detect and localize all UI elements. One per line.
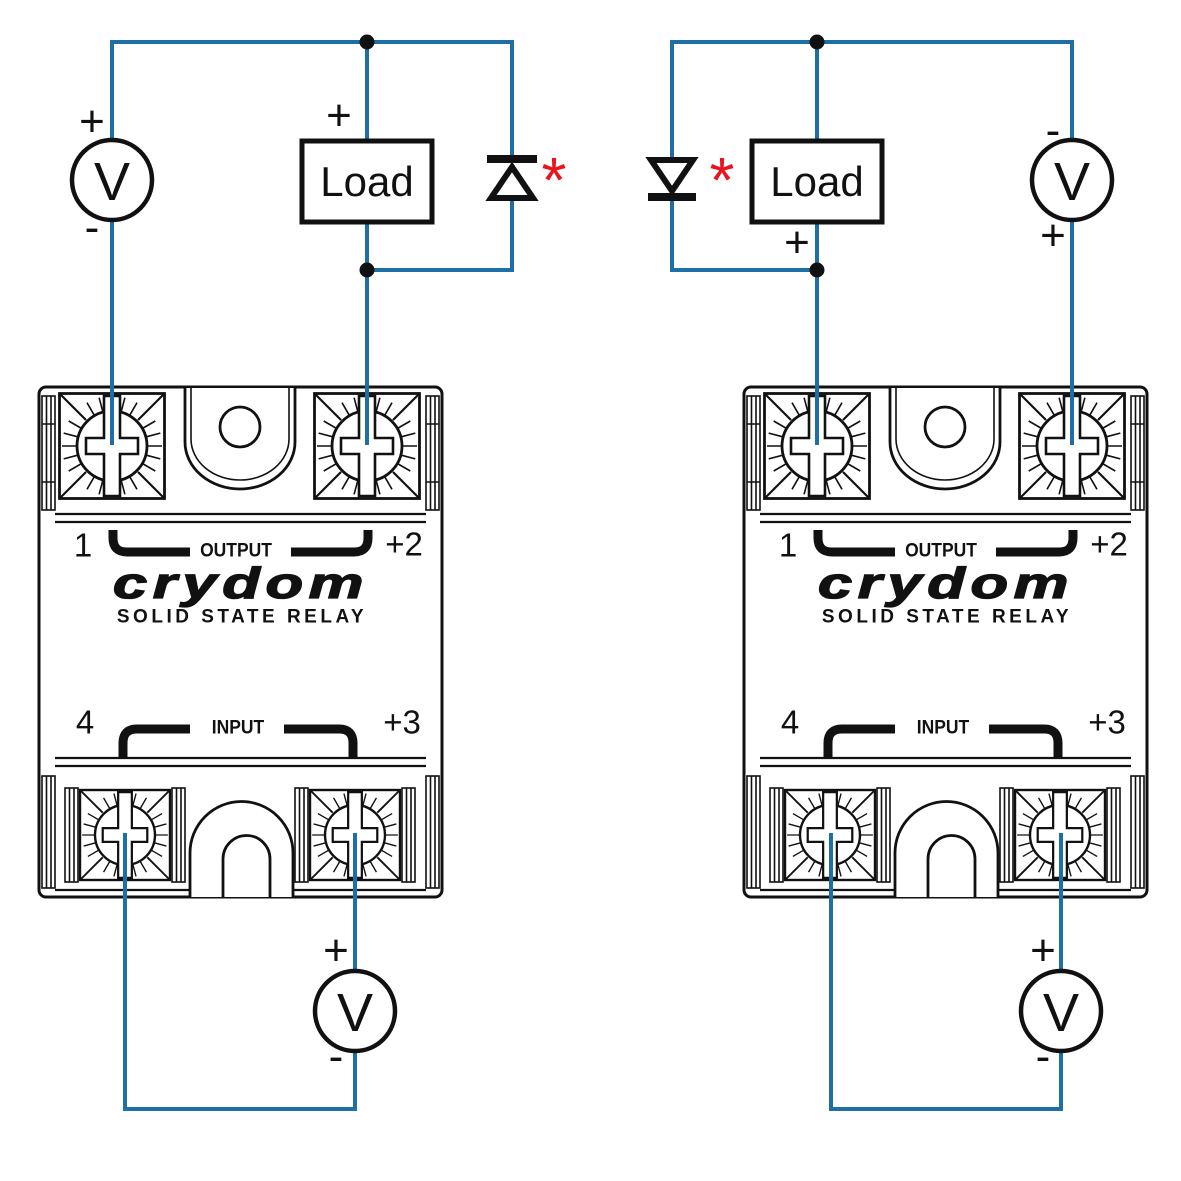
junction-dot (359, 262, 375, 278)
load-box-left (299, 138, 435, 225)
right-relay-terminal-1: 1 (778, 526, 798, 564)
voltmeter-left-top (69, 137, 155, 223)
left-diode-asterisk: * (541, 144, 567, 216)
left-top-voltmeter-label: V (93, 152, 131, 212)
left-circuit-wires (110, 40, 514, 1111)
left-relay-terminal-1: 1 (73, 526, 93, 564)
right-bottom-voltmeter-plus: + (1030, 926, 1056, 975)
left-relay-brand-logo: crydom (112, 559, 370, 609)
right-load-label: Load (770, 158, 864, 205)
left-relay-terminal-2: +2 (385, 525, 423, 563)
left-top-voltmeter-minus: - (84, 203, 100, 252)
load-box-right (749, 138, 885, 225)
right-top-voltmeter-minus: - (1045, 106, 1061, 155)
diode-left (485, 155, 539, 201)
left-relay-input-label: INPUT (211, 717, 265, 739)
right-bottom-voltmeter-minus: - (1035, 1032, 1051, 1081)
junction-dot (359, 34, 375, 50)
junction-dot (809, 34, 825, 50)
right-circuit-wires (670, 40, 1074, 1111)
left-load-plus: + (326, 91, 352, 140)
right-relay-terminal-3: +3 (1088, 703, 1126, 741)
voltmeter-left-bottom (312, 968, 398, 1054)
right-top-voltmeter-plus: + (1040, 211, 1066, 260)
left-bottom-voltmeter-minus: - (328, 1032, 344, 1081)
left-load-label: Load (320, 158, 414, 205)
voltmeter-right-bottom (1018, 968, 1104, 1054)
right-top-voltmeter-label: V (1053, 152, 1091, 212)
left-bottom-voltmeter-plus: + (323, 926, 349, 975)
right-relay-type-line: SOLID STATE RELAY (821, 606, 1073, 628)
left-bottom-voltmeter-label: V (336, 983, 374, 1043)
right-relay-terminal-2: +2 (1090, 525, 1128, 563)
right-relay-input-label: INPUT (916, 717, 970, 739)
right-relay-terminal-4: 4 (780, 703, 800, 741)
left-relay-output-label: OUTPUT (200, 540, 272, 562)
junction-dot (809, 262, 825, 278)
right-bottom-voltmeter-label: V (1042, 983, 1080, 1043)
left-relay-type-line: SOLID STATE RELAY (116, 606, 368, 628)
diode-right (645, 157, 699, 201)
right-load-plus: + (784, 218, 810, 267)
right-diode-asterisk: * (709, 144, 735, 216)
left-relay-terminal-4: 4 (75, 703, 95, 741)
relay-left (39, 387, 442, 897)
right-relay-brand-logo: crydom (817, 559, 1075, 609)
voltmeter-right-top (1029, 137, 1115, 223)
right-relay-output-label: OUTPUT (905, 540, 977, 562)
relay-right (744, 387, 1147, 897)
left-top-voltmeter-plus: + (79, 97, 105, 146)
left-relay-terminal-3: +3 (383, 703, 421, 741)
